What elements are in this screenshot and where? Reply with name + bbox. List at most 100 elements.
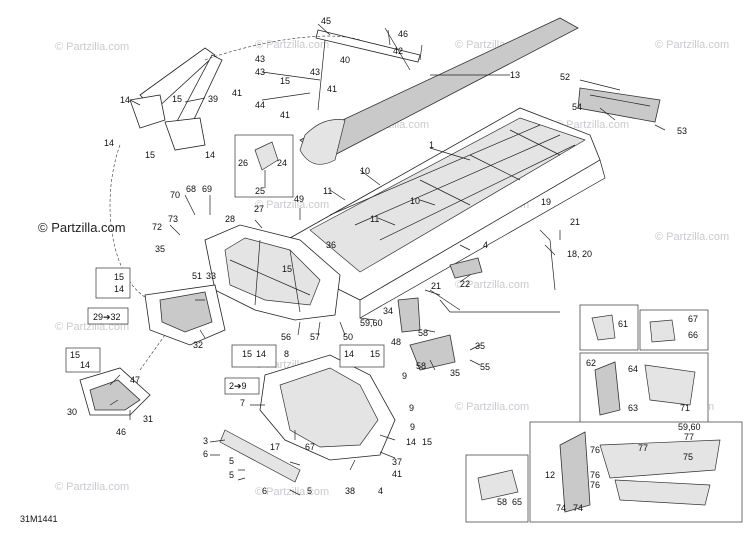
callout-number: 3 <box>203 436 208 446</box>
callout-box-15-14-b <box>231 344 277 368</box>
callout-number: 14 <box>344 349 354 359</box>
callout-number: 6 <box>203 449 208 459</box>
watermark-text: © Partzilla.com <box>255 39 329 51</box>
callout-number: 19 <box>541 197 551 207</box>
watermark-main-text: © Partzilla.com <box>38 220 126 235</box>
callout-number: 8 <box>284 349 289 359</box>
callout-number: 30 <box>67 407 77 417</box>
callout-number: 58 <box>497 497 507 507</box>
callout-number: 59,60 <box>360 318 383 328</box>
callout-number: 14 <box>205 150 215 160</box>
main-tunnel <box>289 107 606 319</box>
lower-left-bracket <box>79 367 151 416</box>
callout-box-15-14 <box>95 267 131 299</box>
callout-number: 67 <box>305 442 315 452</box>
callout-number: 15 <box>172 94 182 104</box>
callout-number: 26 <box>238 158 248 168</box>
callout-number: 14 <box>114 284 124 294</box>
tunnel-heat-exchanger <box>299 17 579 165</box>
callout-number: 74 <box>556 503 566 513</box>
callout-number: 29➔32 <box>93 312 121 322</box>
callout-number: 46 <box>116 427 126 437</box>
callout-number: 74 <box>573 503 583 513</box>
callout-box-14-15 <box>339 344 385 368</box>
callout-number: 35 <box>475 341 485 351</box>
callout-number: 43 <box>255 67 265 77</box>
frame-outline <box>109 35 361 371</box>
callout-number: 10 <box>360 166 370 176</box>
callout-number: 13 <box>510 70 520 80</box>
callout-number: 14 <box>406 437 416 447</box>
front-nose <box>144 284 226 346</box>
skid-plates <box>219 429 301 483</box>
callout-number: 9 <box>409 403 414 413</box>
diagram-code: 31M1441 <box>20 514 58 524</box>
callout-number: 70 <box>170 190 180 200</box>
callout-number: 28 <box>225 214 235 224</box>
detail-box-65 <box>465 454 529 523</box>
callout-number: 4 <box>378 486 383 496</box>
callout-number: 14 <box>80 360 90 370</box>
callout-number: 24 <box>277 158 287 168</box>
callout-number: 45 <box>321 16 331 26</box>
callout-number: 49 <box>294 194 304 204</box>
steering-post-group <box>234 134 294 198</box>
callout-number: 15 <box>282 264 292 274</box>
watermark-text: © Partzilla.com <box>555 119 629 131</box>
watermark-text: © Partzilla.com <box>455 401 529 413</box>
callout-number: 14 <box>104 138 114 148</box>
callout-number: 2➔9 <box>229 381 247 391</box>
callout-box-2-9 <box>224 377 260 395</box>
callout-number: 27 <box>254 204 264 214</box>
callout-number: 35 <box>155 244 165 254</box>
leader-lines <box>109 23 666 496</box>
callout-number: 55 <box>480 362 490 372</box>
callout-number: 61 <box>618 319 628 329</box>
callout-number: 44 <box>255 100 265 110</box>
callout-number: 40 <box>340 55 350 65</box>
callout-number: 38 <box>345 486 355 496</box>
upper-column-support <box>129 27 421 151</box>
lower-frame <box>259 354 396 461</box>
callout-number: 56 <box>281 332 291 342</box>
callout-number: 9 <box>402 371 407 381</box>
callout-number: 58 <box>416 361 426 371</box>
callout-numbers: 45 46 42 40 43 43 43 15 41 41 44 41 13 5… <box>67 16 701 513</box>
callout-number: 18, 20 <box>567 249 592 259</box>
callout-number: 15 <box>242 349 252 359</box>
callout-number: 7 <box>240 398 245 408</box>
watermark-text: © Partzilla.com <box>655 39 729 51</box>
callout-number: 5 <box>229 456 234 466</box>
watermark-text: © Partzilla.com <box>455 279 529 291</box>
callout-number: 62 <box>586 358 596 368</box>
callout-number: 57 <box>310 332 320 342</box>
callout-number: 14 <box>120 95 130 105</box>
callout-number: 35 <box>450 368 460 378</box>
callout-number: 66 <box>688 330 698 340</box>
callout-number: 41 <box>232 88 242 98</box>
callout-number: 21 <box>570 217 580 227</box>
callout-number: 68 <box>186 184 196 194</box>
callout-number: 76 <box>590 445 600 455</box>
callout-number: 76 <box>590 470 600 480</box>
callout-number: 71 <box>680 403 690 413</box>
callout-number: 52 <box>560 72 570 82</box>
callout-number: 39 <box>208 94 218 104</box>
callout-number: 14 <box>256 349 266 359</box>
callout-number: 15 <box>114 272 124 282</box>
callout-number: 31 <box>143 414 153 424</box>
callout-number: 59,60 <box>678 422 701 432</box>
callout-number: 5 <box>307 486 312 496</box>
callout-number: 11 <box>370 214 379 224</box>
callout-number: 36 <box>326 240 336 250</box>
callout-number: 77 <box>638 443 648 453</box>
callout-number: 15 <box>370 349 380 359</box>
watermark-text: © Partzilla.com <box>255 199 329 211</box>
callout-number: 75 <box>683 452 693 462</box>
callout-number: 43 <box>310 67 320 77</box>
callout-number: 54 <box>572 102 582 112</box>
callout-box-29-32 <box>87 307 129 325</box>
detail-box-62-71 <box>579 352 709 424</box>
